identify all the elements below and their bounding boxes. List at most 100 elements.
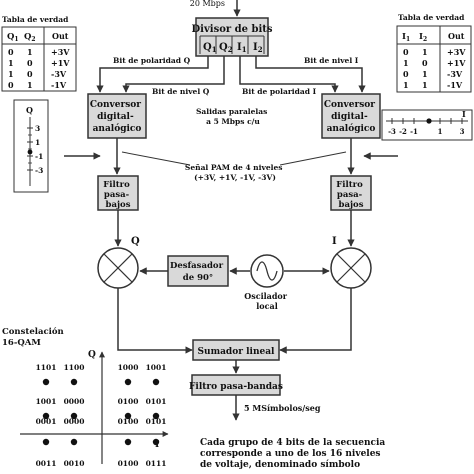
- truth-table-cell: 1: [422, 80, 428, 90]
- truth-table-i-title: Tabla de verdad: [398, 13, 465, 22]
- truth-table-cell: +1V: [447, 58, 466, 68]
- constellation-point: [70, 378, 78, 386]
- linear-adder-box: Sumador lineal: [192, 339, 280, 361]
- truth-table-cell: 1: [422, 69, 428, 79]
- truth-table-q-title: Tabla de verdad: [2, 15, 69, 24]
- svg-text:I2: I2: [419, 32, 427, 43]
- constellation-point: [152, 378, 160, 386]
- truth-table-cell: 0: [403, 47, 409, 57]
- pam-note: Señal PAM de 4 niveles (+3V, +1V, -1V, -…: [185, 163, 285, 182]
- bandpass-filter-box: Filtro pasa-bandas: [189, 374, 283, 396]
- local-oscillator: [250, 254, 284, 288]
- i-scale-tick-label: -3: [388, 127, 396, 136]
- svg-text:Out: Out: [52, 31, 69, 41]
- svg-text:Q1: Q1: [7, 32, 19, 43]
- svg-text:Desfasador de 90°: Desfasador de 90°: [170, 261, 226, 283]
- constellation-point: [124, 412, 132, 420]
- constellation-point-label: 0111: [146, 459, 167, 468]
- constellation-point: [70, 412, 78, 420]
- truth-table-cell: +1V: [51, 58, 70, 68]
- constellation-point-label: 0010: [64, 459, 85, 468]
- sine-wave-icon: [256, 261, 278, 281]
- truth-table-cell: +3V: [51, 47, 70, 57]
- oscillator-label: Oscilador local: [244, 291, 290, 311]
- constellation-axes: [20, 351, 169, 464]
- q-scale-tick-label: -3: [35, 166, 43, 175]
- truth-table-cell: 0: [403, 69, 409, 79]
- q-scale-ticks: 31-1-3: [27, 124, 43, 175]
- lowpass-filter-left: Filtro pasa- bajos: [97, 175, 139, 211]
- divider-cell-q2: Q2: [219, 42, 233, 54]
- bit-divider-box: Divisor de bits Q1 Q2 I1 I2: [191, 17, 273, 57]
- i-scale-tick-label: 3: [460, 127, 465, 136]
- q-scale-box: [13, 99, 49, 193]
- constellation-point: [42, 438, 50, 446]
- level-q-label: Bit de nivel Q: [152, 87, 210, 96]
- constellation-point-label: 1000: [118, 363, 139, 372]
- constellation-point-label: 0101: [146, 417, 167, 426]
- constellation-point-label: 0000: [64, 397, 85, 406]
- constellation-title: Constelación 16-QAM: [2, 326, 67, 348]
- constellation-point-label: 1100: [64, 363, 85, 372]
- divider-cell-i2: I2: [253, 42, 263, 54]
- dac-left-box: Conversor digital- analógico: [87, 93, 147, 139]
- i-scale-tick-label: 1: [438, 127, 443, 136]
- divider-cell-q1: Q1: [203, 42, 217, 54]
- q-scale-tick-label: -1: [35, 152, 43, 161]
- truth-table-cell: 1: [8, 69, 14, 79]
- mixer-q-label: Q: [131, 236, 140, 247]
- i-scale-ticks: -3-2-1 1 3: [388, 118, 465, 136]
- i-scale-tick-label: -2: [399, 127, 407, 136]
- divider-output-lines: [96, 56, 366, 93]
- svg-text:Conversor digital-: Conversor digital- analógico: [90, 100, 144, 134]
- truth-table-q: Q1 Q2 Out: [1, 26, 77, 92]
- constellation-point-label: 1101: [36, 363, 57, 372]
- i-scale-marker: [426, 118, 432, 124]
- parallel-outputs-label: Salidas paralelas a 5 Mbps c/u: [196, 107, 270, 126]
- truth-table-cell: -3V: [51, 69, 67, 79]
- svg-text:Out: Out: [448, 31, 465, 41]
- truth-table-cell: -1V: [447, 80, 463, 90]
- svg-text:Q2: Q2: [24, 32, 36, 43]
- q-scale-tick-label: 1: [35, 138, 40, 147]
- truth-table-cell: 1: [422, 47, 428, 57]
- constellation-point-label: 0000: [64, 417, 85, 426]
- truth-table-cell: 1: [403, 80, 409, 90]
- mixer-i: [330, 247, 372, 289]
- i-scale-axis: I: [462, 109, 466, 119]
- svg-text:Sumador lineal: Sumador lineal: [198, 347, 276, 357]
- truth-table-cell: 1: [27, 47, 33, 57]
- constellation-point-label: 0100: [118, 397, 139, 406]
- input-rate-label: 20 Mbps: [190, 0, 225, 8]
- polarity-i-label: Bit de polaridad I: [242, 87, 317, 96]
- i-scale-tick-label: -1: [410, 127, 418, 136]
- truth-table-cell: -1V: [51, 80, 67, 90]
- truth-table-cell: 1: [8, 58, 14, 68]
- divider-cell-i1: I1: [237, 42, 247, 54]
- constellation-point: [70, 438, 78, 446]
- truth-table-cell: 0: [27, 69, 33, 79]
- svg-text:Filtro pasa- bajos: Filtro pasa- bajos: [336, 180, 366, 210]
- constellation-point-label: 0011: [36, 459, 57, 468]
- constellation-point-label: 0100: [118, 459, 139, 468]
- caption: Cada grupo de 4 bits de la secuencia cor…: [200, 438, 388, 470]
- level-i-label: Bit de nivel I: [304, 56, 359, 65]
- output-rate-label: 5 MSímbolos/seg: [244, 403, 321, 413]
- constellation-axis-q: Q: [88, 350, 96, 360]
- q-scale-marker: [27, 149, 33, 155]
- truth-table-i: I1 I2 Out: [396, 25, 472, 93]
- svg-text:Filtro pasa- bajos: Filtro pasa- bajos: [103, 180, 133, 210]
- truth-table-cell: +3V: [447, 47, 466, 57]
- constellation-point: [152, 438, 160, 446]
- dac-right-box: Conversor digital- analógico: [321, 93, 381, 139]
- constellation-point-label: 0100: [118, 417, 139, 426]
- svg-text:I1: I1: [402, 32, 410, 43]
- constellation-point: [124, 438, 132, 446]
- truth-table-cell: 0: [27, 58, 33, 68]
- constellation-point: [124, 378, 132, 386]
- q-scale-axis: Q: [26, 105, 33, 115]
- truth-table-cell: 0: [8, 80, 14, 90]
